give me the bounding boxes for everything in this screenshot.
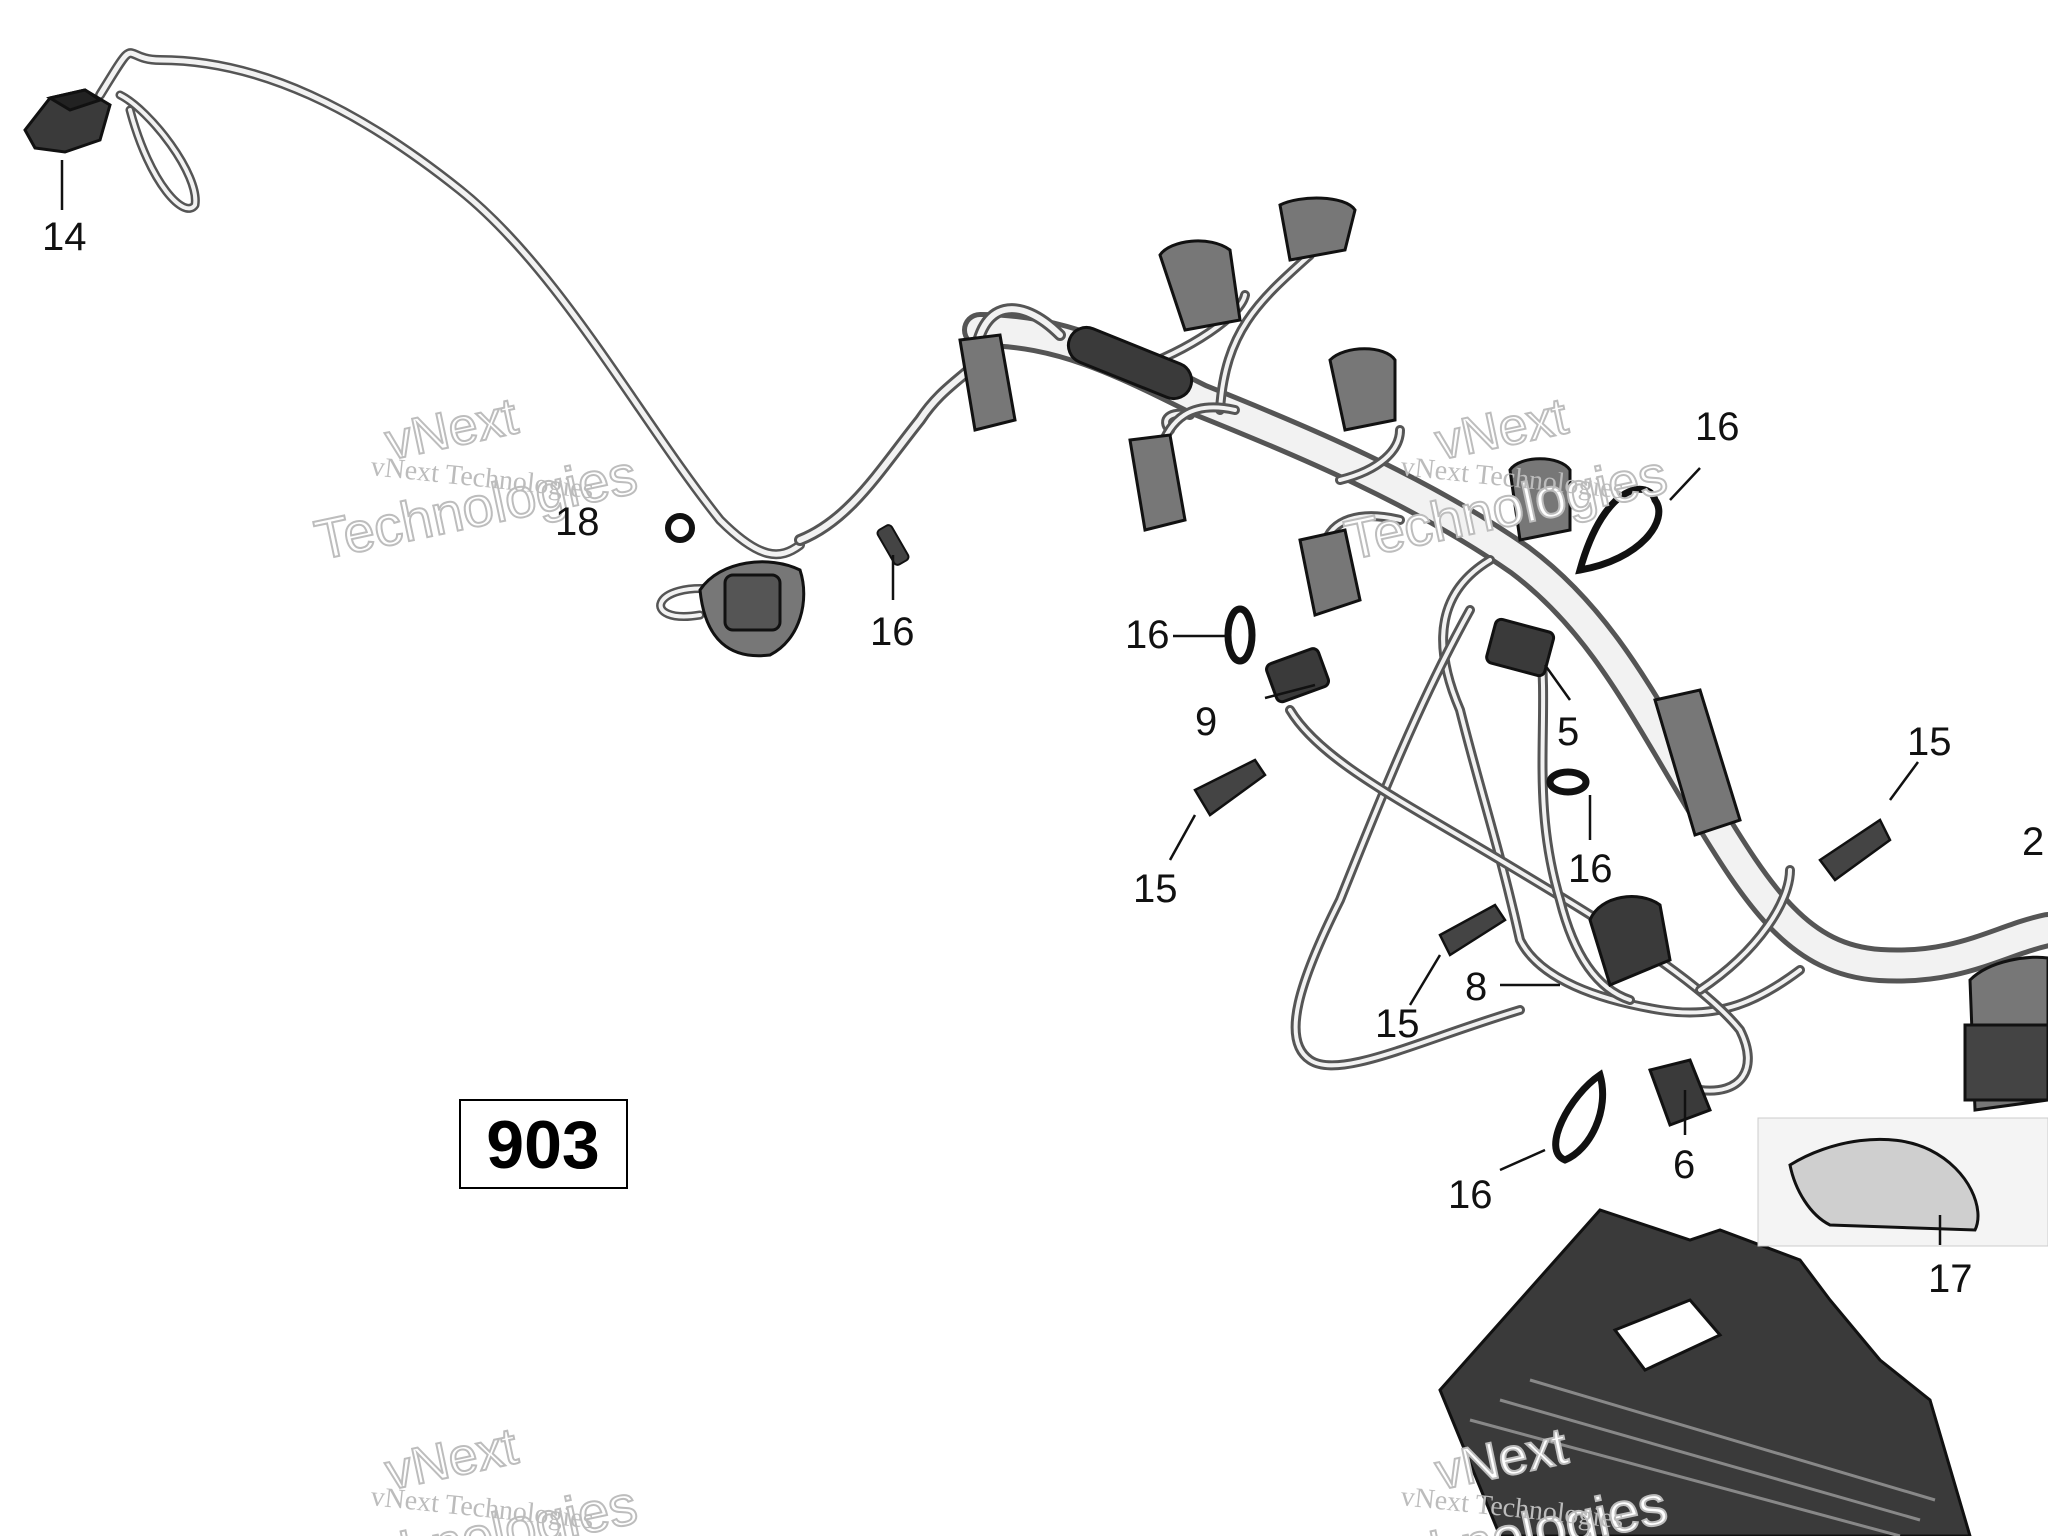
callout-15-mid: 15 xyxy=(1375,1002,1420,1046)
callout-15-right: 15 xyxy=(1907,720,1952,764)
ecm-connector-2 xyxy=(1963,955,2048,1112)
sensor-9 xyxy=(1265,647,1331,704)
connector-14 xyxy=(23,88,112,154)
callout-9: 9 xyxy=(1195,700,1217,744)
bracket-17-inset xyxy=(1757,1117,2048,1247)
harness-wires xyxy=(95,48,2048,1096)
clip-15-a xyxy=(1193,758,1267,817)
callout-6: 6 xyxy=(1673,1143,1695,1187)
callout-5: 5 xyxy=(1557,710,1579,754)
diagram-code-box: 903 xyxy=(459,1099,628,1189)
callout-16-tie: 16 xyxy=(1125,613,1170,657)
sensor-5 xyxy=(1485,617,1556,678)
callout-16-top: 16 xyxy=(1695,405,1740,449)
diagram-code: 903 xyxy=(486,1107,599,1183)
connector-block-c xyxy=(1298,528,1362,617)
connector-block-a xyxy=(958,333,1017,432)
screw-16 xyxy=(876,524,910,566)
coil-connector-1 xyxy=(1158,239,1242,332)
connector-block-right xyxy=(1653,688,1742,837)
clip-15-b xyxy=(1438,903,1507,957)
callout-15-left: 15 xyxy=(1133,867,1178,911)
watermark-3: vNext Technologies vNext Technologies xyxy=(308,1416,643,1536)
callout-8: 8 xyxy=(1465,965,1487,1009)
tie-16-a xyxy=(1575,485,1663,575)
coil-connector-3 xyxy=(1328,347,1397,432)
coil-connector-4 xyxy=(1508,457,1572,542)
connector-8 xyxy=(1588,895,1672,988)
callout-14: 14 xyxy=(42,215,87,259)
callout-18: 18 xyxy=(555,500,600,544)
connector-6 xyxy=(1648,1058,1712,1127)
connector-block-b xyxy=(1128,433,1187,532)
leader-lines xyxy=(60,160,1942,1245)
tie-16-d xyxy=(1552,1069,1607,1164)
round-connector xyxy=(698,560,806,658)
harness-sleeve xyxy=(1066,325,1194,401)
callout-16-bottom: 16 xyxy=(1448,1173,1493,1217)
callout-16-screw: 16 xyxy=(870,610,915,654)
watermark-1: vNext Technologies vNext Technologies xyxy=(308,386,643,572)
clip-15-c xyxy=(1818,818,1892,882)
callout-labels: 14 18 16 16 16 16 16 9 5 15 15 15 2 8 6 … xyxy=(42,215,2044,1301)
part-18 xyxy=(665,513,695,543)
callout-17: 17 xyxy=(1928,1257,1973,1301)
callout-16-mid: 16 xyxy=(1568,847,1613,891)
tie-16-b xyxy=(1224,605,1256,665)
ecm-module xyxy=(1438,1208,1972,1536)
callout-2: 2 xyxy=(2022,820,2044,864)
tie-16-c xyxy=(1546,768,1590,796)
coil-connector-2 xyxy=(1278,196,1357,262)
